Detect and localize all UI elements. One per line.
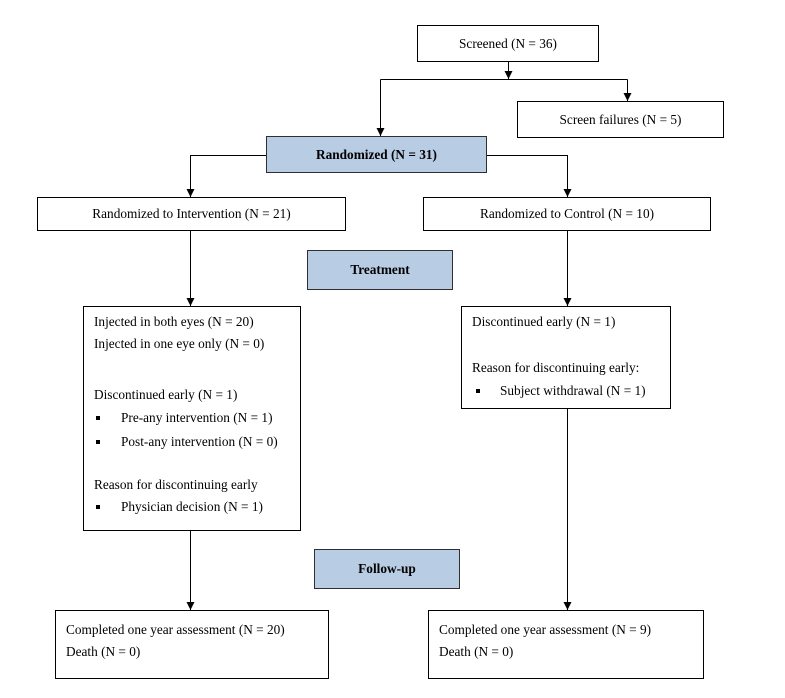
control-treatment-box: Discontinued early (N = 1) Reason for di… xyxy=(461,306,671,409)
follow-up-phase-label: Follow-up xyxy=(358,561,416,576)
control-arm-label: Randomized to Control (N = 10) xyxy=(479,206,655,221)
arrow-randomized-to-control xyxy=(487,155,572,197)
control-reason-heading: Reason for discontinuing early: xyxy=(472,360,640,375)
list-item: Pre-any intervention (N = 1) xyxy=(94,407,290,429)
subject-withdrawal-count: Subject withdrawal (N = 1) xyxy=(500,383,646,398)
physician-decision-count: Physician decision (N = 1) xyxy=(121,499,263,514)
screened-box: Screened (N = 36) xyxy=(417,25,599,62)
intervention-discontinued: Discontinued early (N = 1) xyxy=(94,387,238,402)
control-completed: Completed one year assessment (N = 9) xyxy=(439,622,652,637)
pre-intervention-count: Pre-any intervention (N = 1) xyxy=(121,410,273,425)
intervention-completed: Completed one year assessment (N = 20) xyxy=(66,622,285,637)
post-intervention-count: Post-any intervention (N = 0) xyxy=(121,434,278,449)
screen-failures-label: Screen failures (N = 5) xyxy=(559,111,682,127)
bullet-icon xyxy=(96,440,100,444)
intervention-treatment-box: Injected in both eyes (N = 20) Injected … xyxy=(83,306,301,531)
list-item: Physician decision (N = 1) xyxy=(94,496,290,518)
screened-label: Screened (N = 36) xyxy=(459,35,557,51)
injected-one-eye: Injected in one eye only (N = 0) xyxy=(94,336,265,351)
control-outcome-box: Completed one year assessment (N = 9) De… xyxy=(428,610,704,679)
intervention-reason-heading: Reason for discontinuing early xyxy=(94,477,258,492)
intervention-death: Death (N = 0) xyxy=(66,644,141,659)
control-discontinued: Discontinued early (N = 1) xyxy=(472,314,616,329)
intervention-arm-box: Randomized to Intervention (N = 21) xyxy=(37,197,346,231)
intervention-outcome-box: Completed one year assessment (N = 20) D… xyxy=(55,610,329,679)
bullet-icon xyxy=(96,416,100,420)
randomized-label: Randomized (N = 31) xyxy=(316,146,437,162)
treatment-phase-box: Treatment xyxy=(307,250,453,290)
intervention-arm-label: Randomized to Intervention (N = 21) xyxy=(92,206,291,221)
list-item: Subject withdrawal (N = 1) xyxy=(472,380,660,402)
injected-both-eyes: Injected in both eyes (N = 20) xyxy=(94,314,254,329)
randomized-box: Randomized (N = 31) xyxy=(266,136,487,173)
arrow-randomized-to-intervention xyxy=(186,155,266,197)
list-item: Post-any intervention (N = 0) xyxy=(94,431,290,453)
bullet-icon xyxy=(96,505,100,509)
treatment-phase-label: Treatment xyxy=(350,262,410,277)
screen-failures-box: Screen failures (N = 5) xyxy=(517,101,724,138)
follow-up-phase-box: Follow-up xyxy=(314,549,460,589)
control-arm-box: Randomized to Control (N = 10) xyxy=(423,197,711,231)
control-death: Death (N = 0) xyxy=(439,644,514,659)
bullet-icon xyxy=(476,389,480,393)
